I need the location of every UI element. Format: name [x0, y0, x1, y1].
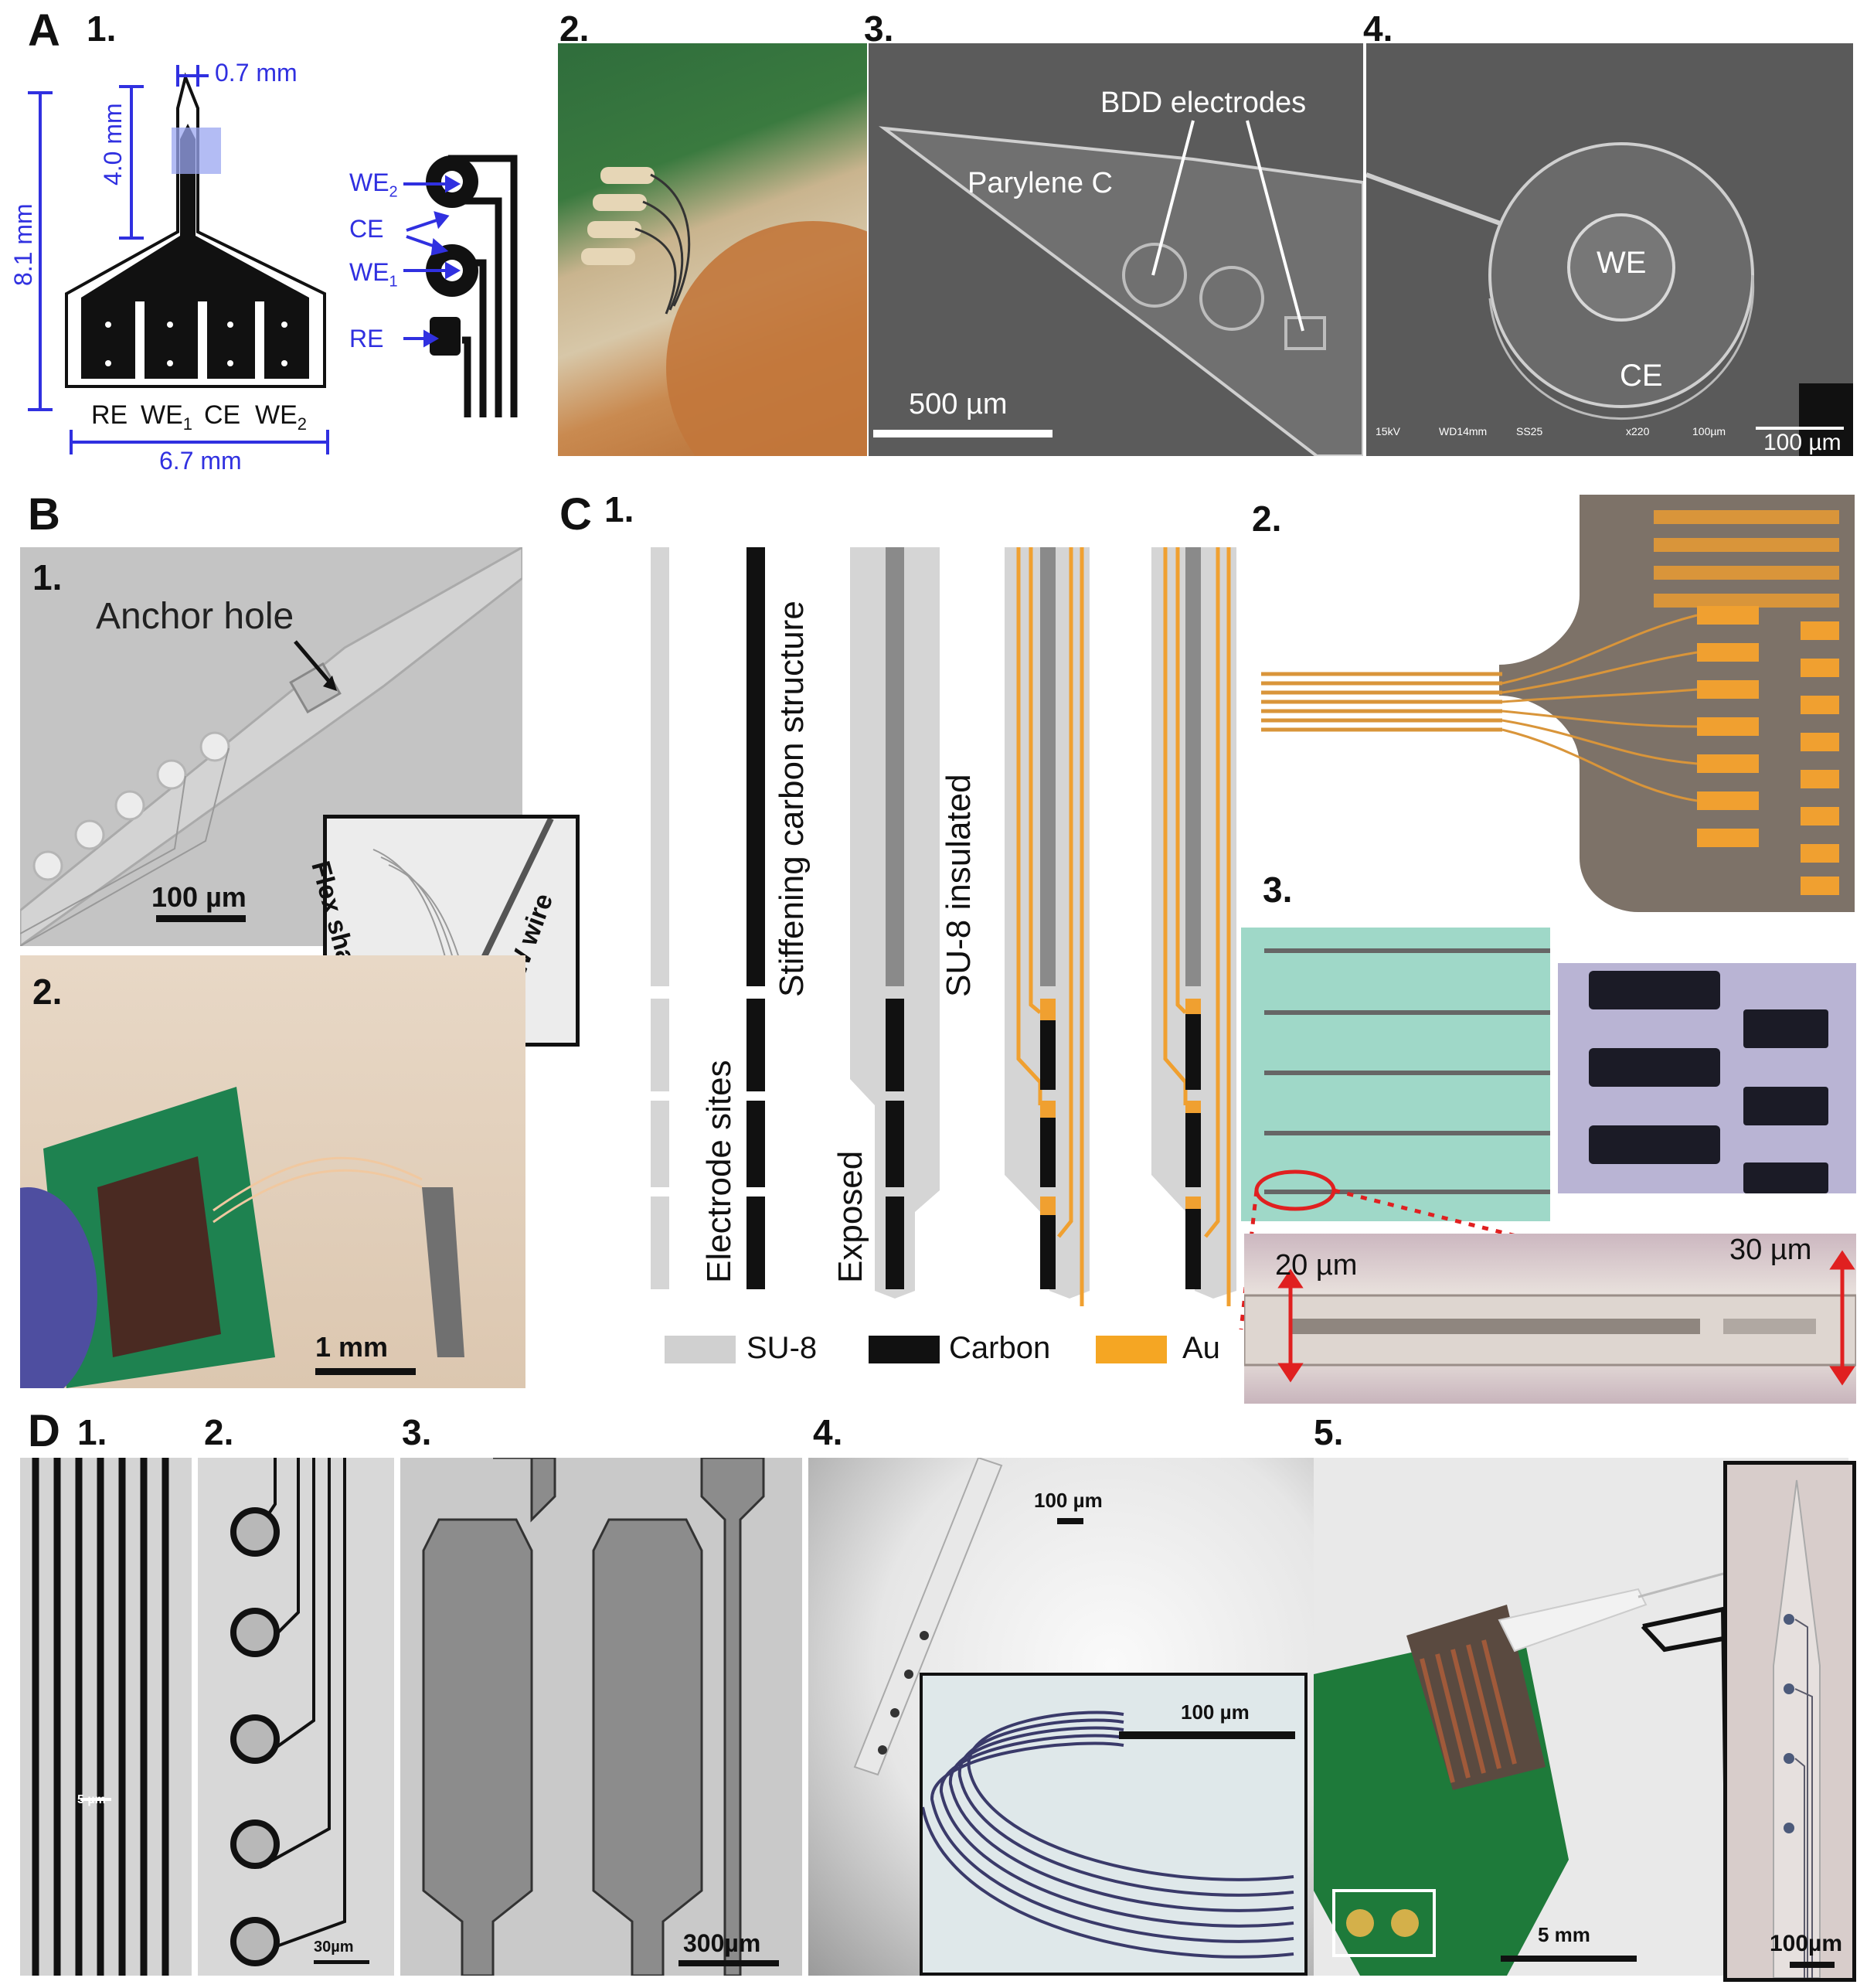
label-bdd-electrodes: BDD electrodes	[1100, 87, 1307, 119]
zoom-label-we1: WE1	[349, 258, 398, 291]
label-we: WE	[1597, 246, 1647, 280]
sem-info-kv: 15kV	[1376, 425, 1400, 437]
sem-info-wd: WD14mm	[1439, 425, 1488, 437]
panel-d3-number: 3.	[402, 1412, 432, 1452]
legend-swatch-au	[1096, 1336, 1167, 1363]
c2-connector-layout	[1261, 495, 1855, 912]
panel-letter-d: D	[28, 1406, 60, 1456]
electrode-zoom-schematic	[403, 155, 518, 417]
c1-fabrication-schematic	[651, 547, 1236, 1306]
legend-label-au: Au	[1182, 1331, 1220, 1365]
sem-info-scale: 100µm	[1692, 425, 1726, 437]
scale-label-a4: 100 µm	[1763, 430, 1841, 455]
panel-b2-number: 2.	[32, 972, 63, 1012]
scale-bar-d2	[314, 1960, 369, 1964]
pad-label-re: RE	[91, 400, 128, 430]
zoom-label-ce: CE	[349, 215, 384, 243]
label-ce: CE	[1620, 359, 1663, 393]
inset-probe-tip-d5	[1723, 1461, 1856, 1982]
panel-a3-number: 3.	[864, 9, 894, 49]
panel-b1-number: 1.	[32, 557, 63, 597]
zoom-label-re: RE	[349, 325, 384, 352]
legend-label-su8: SU-8	[746, 1331, 818, 1365]
photo-electrodes-d2	[198, 1458, 394, 1976]
dim-left-20um: 20 µm	[1275, 1249, 1358, 1282]
photo-pads-lavender	[1558, 963, 1856, 1193]
photo-pads-d3	[400, 1458, 802, 1976]
scale-label-d5-inset: 100µm	[1770, 1931, 1843, 1956]
scale-label-d3: 300µm	[683, 1929, 761, 1957]
photo-probe-on-coin	[558, 43, 867, 456]
dim-base-width: 6.7 mm	[159, 447, 242, 475]
scale-bar-d3	[678, 1960, 779, 1966]
sem-info-ss: SS25	[1516, 425, 1543, 437]
scale-bar-b1	[156, 915, 246, 922]
scale-label-d4: 100 µm	[1034, 1489, 1103, 1512]
sem-parylene-probe	[869, 43, 1363, 456]
panel-letter-a: A	[28, 5, 60, 56]
scale-label-d2: 30µm	[314, 1939, 354, 1956]
label-anchor-hole: Anchor hole	[96, 596, 294, 637]
scale-label-b2: 1 mm	[315, 1331, 389, 1363]
panel-c2-number: 2.	[1252, 499, 1282, 539]
panel-a2-number: 2.	[559, 9, 590, 49]
panel-letter-c: C	[559, 489, 592, 540]
scale-label-d1: 5 µm	[77, 1793, 106, 1806]
panel-d4-number: 4.	[813, 1412, 843, 1452]
panel-a1-number: 1.	[87, 9, 117, 49]
panel-c3-number: 3.	[1263, 870, 1293, 910]
panel-d5-number: 5.	[1314, 1412, 1344, 1452]
label-parylene-c: Parylene C	[968, 167, 1113, 199]
scale-label-b1: 100 µm	[151, 881, 247, 913]
sem-we-ce-closeup	[1366, 43, 1853, 456]
legend-label-carbon: Carbon	[949, 1331, 1051, 1365]
panel-a4-number: 4.	[1363, 9, 1393, 49]
scale-label-d5: 5 mm	[1538, 1923, 1590, 1946]
panel-c1-number: 1.	[604, 489, 634, 529]
pad-label-we1: WE1	[141, 400, 193, 434]
pad-label-we2: WE2	[255, 400, 308, 434]
panel-letter-b: B	[28, 489, 60, 540]
panel-d1-number: 1.	[77, 1412, 107, 1452]
probe-schematic	[28, 65, 329, 454]
dim-tip-width: 0.7 mm	[215, 59, 298, 87]
scale-bar-a4	[1756, 427, 1844, 430]
sem-info-mag: x220	[1626, 425, 1650, 437]
arrow-anchor-hole	[294, 640, 337, 691]
scale-bar-d4-inset	[1119, 1731, 1295, 1739]
scale-label-d4-inset: 100 µm	[1181, 1700, 1250, 1724]
pad-label-ce: CE	[204, 400, 241, 430]
scale-bar-a3	[873, 430, 1053, 437]
scale-label-a3: 500 µm	[909, 388, 1008, 420]
scale-bar-d5	[1501, 1956, 1637, 1962]
zoom-label-we2: WE2	[349, 169, 398, 201]
photo-shank-closeup	[1244, 1234, 1856, 1404]
legend-swatch-su8	[665, 1336, 736, 1363]
scale-bar-d4	[1057, 1518, 1083, 1524]
inset-flex-coils-d4	[920, 1673, 1308, 1976]
scale-bar-b2	[315, 1368, 416, 1375]
legend-swatch-carbon	[869, 1336, 940, 1363]
photo-traces-d1	[20, 1458, 192, 1976]
dim-right-30um: 30 µm	[1729, 1234, 1812, 1266]
photo-probe-connector	[20, 955, 525, 1388]
scale-bar-d5-inset	[1790, 1962, 1835, 1968]
panel-d2-number: 2.	[204, 1412, 234, 1452]
